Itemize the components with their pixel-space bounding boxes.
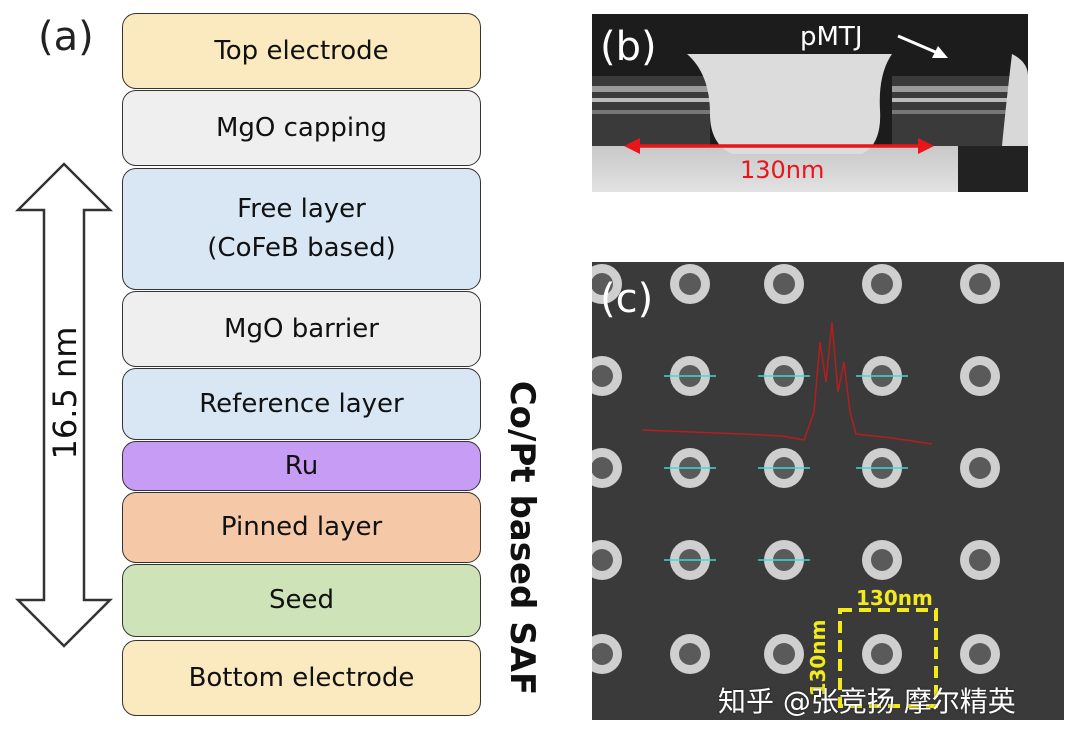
layer-free-layer: Free layer (CoFeB based) xyxy=(122,168,481,290)
thickness-label: 16.5 nm xyxy=(46,326,84,460)
width-label-b: 130nm xyxy=(740,156,825,184)
sem-pillar-core xyxy=(969,549,991,571)
saf-label: Co/Pt based SAF xyxy=(502,380,542,696)
box-width-label: 130nm xyxy=(856,586,933,610)
sem-pillar-core xyxy=(592,457,613,479)
sem-pillar-core xyxy=(679,643,701,665)
panel-a-label: (a) xyxy=(38,14,94,60)
layer-mgo-barrier: MgO barrier xyxy=(122,291,481,367)
sem-pillar-array-illustration xyxy=(592,262,1064,720)
sem-pillar-core xyxy=(969,643,991,665)
layer-reference-layer: Reference layer xyxy=(122,368,481,440)
sem-pillar-core xyxy=(592,643,613,665)
sem-pillar-core xyxy=(592,549,613,571)
sem-pillar-core xyxy=(871,643,893,665)
pmtj-label: pMTJ xyxy=(800,22,863,52)
sem-pillar-core xyxy=(679,273,701,295)
sem-pillar-core xyxy=(773,273,795,295)
panel-c-label: (c) xyxy=(600,276,654,322)
sem-pillar-core xyxy=(969,273,991,295)
sem-pillar-core xyxy=(773,643,795,665)
sem-pillar-core xyxy=(592,273,613,295)
layer-top-electrode: Top electrode xyxy=(122,13,481,89)
double-arrow-icon xyxy=(14,162,114,648)
panel-b-label: (b) xyxy=(600,24,657,70)
layer-bottom-electrode: Bottom electrode xyxy=(122,640,481,716)
watermark: 知乎 @张竞扬 摩尔精英 xyxy=(718,685,1016,718)
layer-pinned-layer: Pinned layer xyxy=(122,492,481,563)
sem-pillar-core xyxy=(969,457,991,479)
tem-cross-section-illustration xyxy=(592,14,1028,192)
sem-pillar-core xyxy=(592,365,613,387)
layer-ru: Ru xyxy=(122,441,481,491)
tem-image: (b) pMTJ 130nm xyxy=(592,14,1028,192)
layer-mgo-capping: MgO capping xyxy=(122,90,481,166)
sem-pillar-core xyxy=(871,549,893,571)
layer-seed: Seed xyxy=(122,564,481,637)
sem-image: (c) 130nm 130nm xyxy=(592,262,1064,720)
sem-pillar-core xyxy=(969,365,991,387)
sem-pillar-core xyxy=(871,273,893,295)
